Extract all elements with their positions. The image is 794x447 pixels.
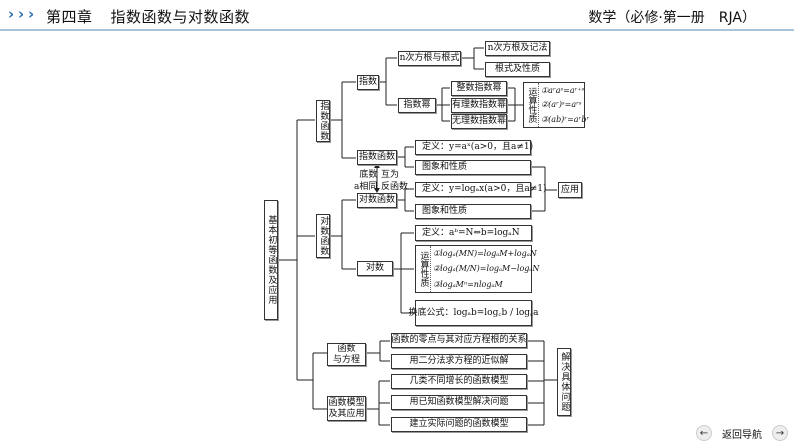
node-application: 应用 xyxy=(558,182,582,198)
node-log-graph: 图象和性质 xyxy=(415,204,531,219)
node-known-models: 用已知函数模型解决问题 xyxy=(391,395,527,410)
func-eq-line: 函数 xyxy=(337,343,356,354)
func-model-line: 函数模型 xyxy=(328,397,365,408)
relation-left: 底数 a相同 xyxy=(354,169,377,193)
root-node: 基本初等函数及应用 xyxy=(264,200,278,320)
log-rule: ②logₐ(M/N)=logₐM−logₐN xyxy=(433,264,540,274)
log-rule: ③logₐMⁿ=nlogₐM xyxy=(433,279,503,289)
power-rule: ①aʳaˢ=aʳ⁺ˢ xyxy=(541,85,585,95)
node-solve-problems: 解决具体问题 xyxy=(557,348,571,416)
header-bar: ››› 第四章指数函数与对数函数 数学（必修·第一册 RJA） xyxy=(0,0,794,31)
node-exp-graph: 图象和性质 xyxy=(415,160,531,175)
node-change-base: 换底公式：logₐb=log꜀b / log꜀a xyxy=(408,300,539,326)
node-log-function: 对数函数 xyxy=(316,214,330,258)
power-rule: ②(aʳ)ˢ=aʳˢ xyxy=(541,100,582,110)
func-eq-line: 与方程 xyxy=(332,354,360,365)
chevron-right-triple-icon: ››› xyxy=(8,5,35,23)
relation-left-line: a相同 xyxy=(354,182,378,192)
book-title: 数学（必修·第一册 RJA） xyxy=(588,10,756,26)
node-log-definition-2: 定义：aᵇ=N⇔b=logₐN xyxy=(415,225,532,241)
log-rule: ①logₐ(MN)=logₐM+logₐN xyxy=(433,249,537,259)
node-logarithm: 对数 xyxy=(357,261,393,276)
node-zero-relation: 函数的零点与其对应方程根的关系 xyxy=(391,333,527,348)
node-bisection: 用二分法求方程的近似解 xyxy=(391,354,527,369)
node-int-power: 整数指数幂 xyxy=(451,81,507,96)
relation-right-line: 互为 xyxy=(381,170,400,180)
node-exp-function-def: 指数函数 xyxy=(357,150,397,165)
node-radical-props: 根式及性质 xyxy=(485,62,550,77)
node-exponent: 指数 xyxy=(357,75,379,90)
node-rational-power: 有理数指数幂 xyxy=(451,98,507,113)
node-exp-function: 指数函数 xyxy=(316,100,330,142)
chapter-title: 第四章指数函数与对数函数 xyxy=(46,6,250,27)
power-rule: ③(ab)ʳ=aʳbʳ xyxy=(541,115,590,125)
node-nth-root-notation: n次方根及记法 xyxy=(485,41,550,56)
node-nth-root: n次方根与根式 xyxy=(398,51,461,66)
ops-label: 运算性质 xyxy=(526,83,539,127)
relation-right: 互为 反函数 xyxy=(381,169,408,193)
func-model-line: 及其应用 xyxy=(328,408,365,419)
node-build-models: 建立实际问题的函数模型 xyxy=(391,417,527,432)
relation-right-line: 反函数 xyxy=(381,182,409,192)
power-rules-box: 运算性质 ①aʳaˢ=aʳ⁺ˢ ②(aʳ)ˢ=aʳˢ ③(ab)ʳ=aʳbʳ xyxy=(523,82,590,128)
node-exp-definition: 定义：y=aˣ(a>0，且a≠1) xyxy=(415,140,533,155)
log-ops-label: 运算性质 xyxy=(418,246,431,292)
arrow-left-icon[interactable]: ← xyxy=(696,425,712,441)
log-rules-box: 运算性质 ①logₐ(MN)=logₐM+logₐN ②logₐ(M/N)=lo… xyxy=(415,245,540,293)
header-divider xyxy=(0,29,794,31)
node-func-model: 函数模型 及其应用 xyxy=(327,396,366,421)
arrow-right-icon[interactable]: → xyxy=(772,425,788,441)
back-to-nav-link[interactable]: 返回导航 xyxy=(722,429,762,441)
chapter-name: 指数函数与对数函数 xyxy=(110,8,251,26)
chapter-number: 第四章 xyxy=(46,8,93,26)
node-log-definition: 定义：y=logₐx(a>0，且a≠1) xyxy=(415,182,547,197)
node-log-function-def: 对数函数 xyxy=(357,193,397,208)
node-power: 指数幂 xyxy=(398,98,436,113)
relation-left-line: 底数 xyxy=(359,170,378,180)
node-growth-models: 几类不同增长的函数模型 xyxy=(391,374,527,389)
footer-nav: ← 返回导航 → xyxy=(696,425,788,441)
node-func-equation: 函数 与方程 xyxy=(327,343,366,366)
node-irrational-power: 无理数指数幂 xyxy=(451,114,507,129)
